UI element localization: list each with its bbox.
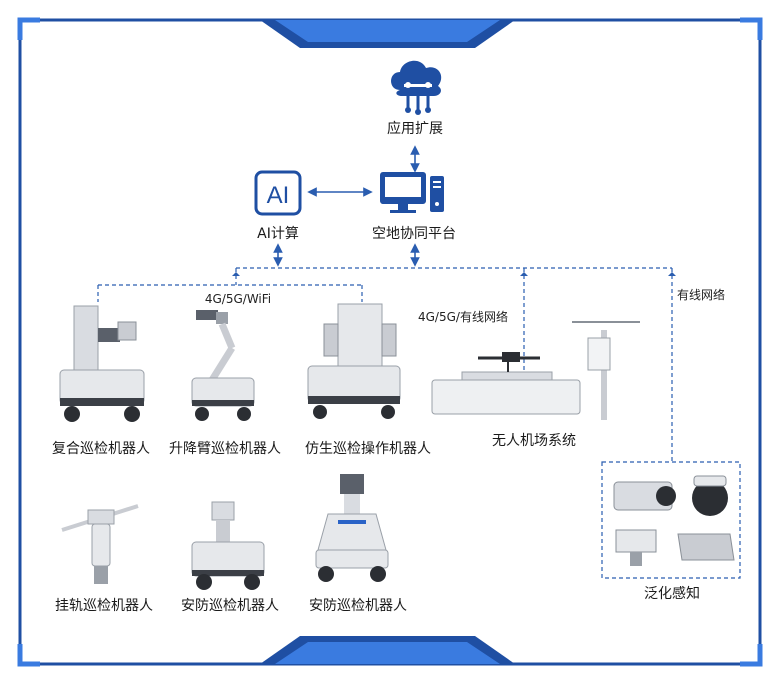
security-robot-icon [191, 501, 265, 590]
platform-label: 空地协同平台 [372, 226, 456, 242]
top-node-label: 应用扩展 [387, 121, 443, 137]
bionic-robot-icon [307, 303, 401, 419]
computer-monitor-icon [380, 172, 444, 213]
network-bus [97, 267, 673, 462]
link-label-wireless: 4G/5G/WiFi [204, 292, 272, 306]
security-robot-icon [315, 474, 389, 582]
device-label-rail: 挂轨巡检机器人 [55, 598, 153, 614]
device-label-sensing: 泛化感知 [644, 586, 700, 602]
sensor-cameras-icon [613, 475, 735, 566]
svg-text:AI: AI [267, 182, 290, 209]
outer-frame [17, 17, 763, 667]
drone-airport-icon [431, 321, 640, 420]
link-label-drone: 4G/5G/有线网络 [418, 310, 508, 324]
device-label-lift-arm: 升降臂巡检机器人 [169, 441, 281, 457]
composite-robot-icon [59, 305, 145, 422]
ai-chip-icon: AI [254, 170, 302, 216]
ai-node-label: AI计算 [257, 226, 299, 242]
device-label-drone-airport: 无人机场系统 [492, 433, 576, 449]
lift-arm-robot-icon [191, 310, 255, 421]
rail-robot-icon [61, 504, 139, 584]
link-label-sensing: 有线网络 [677, 288, 726, 302]
cloud-network-icon [391, 60, 442, 115]
sensing-group-box [601, 461, 741, 579]
device-label-security-1: 安防巡检机器人 [181, 598, 279, 614]
device-label-composite: 复合巡检机器人 [52, 441, 150, 457]
device-label-security-2: 安防巡检机器人 [309, 598, 407, 614]
device-label-bionic: 仿生巡检操作机器人 [305, 441, 431, 457]
